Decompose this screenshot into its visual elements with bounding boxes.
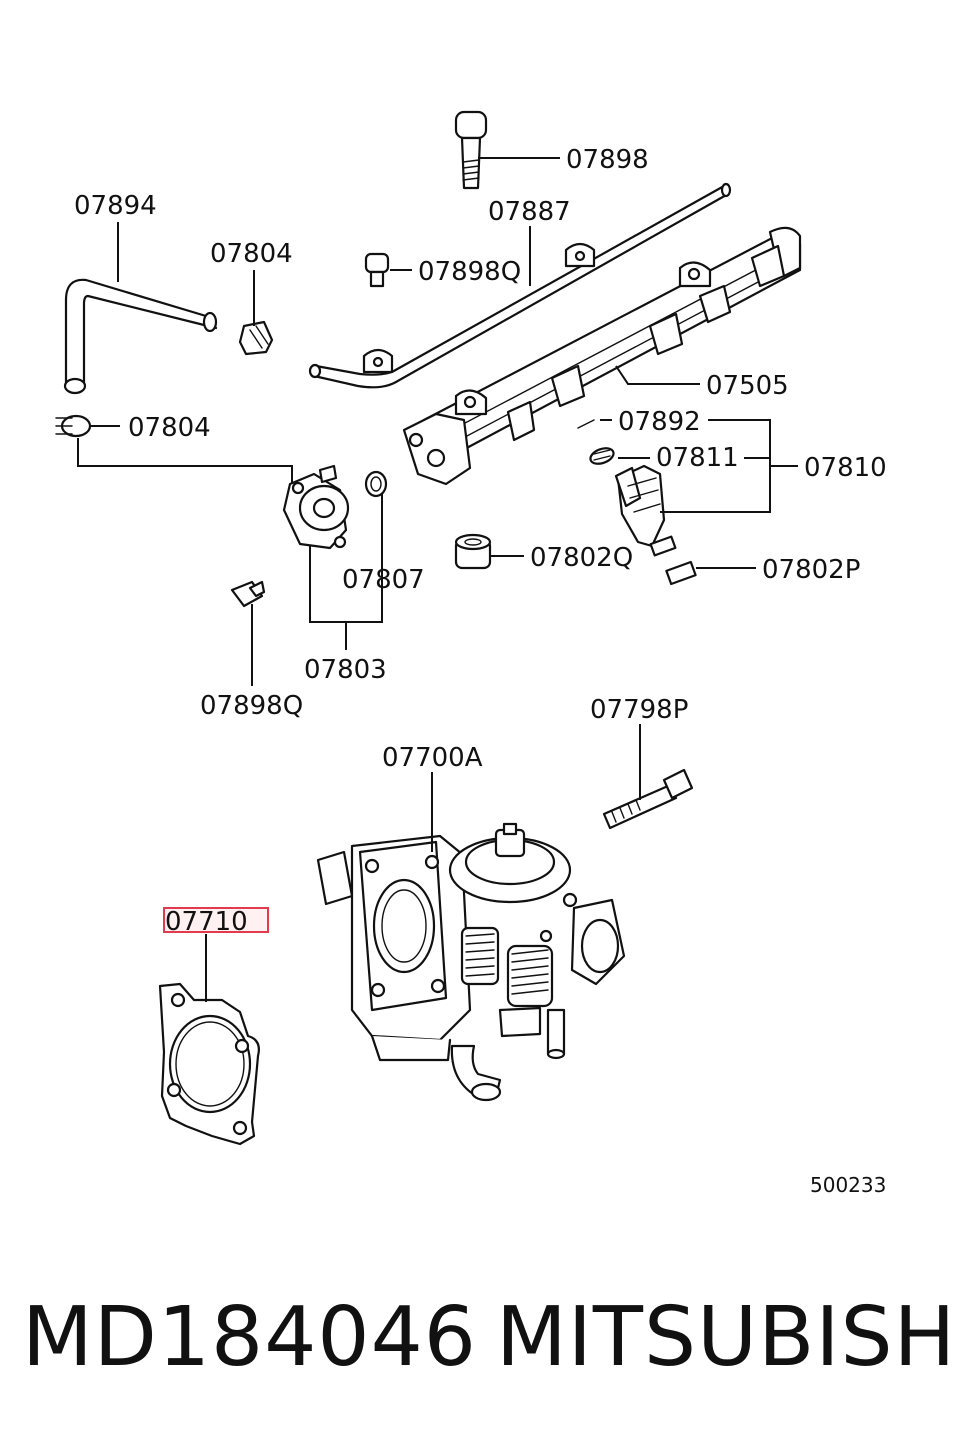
bolt-07898q-top-drawing (364, 252, 390, 288)
footer: MD184046 MITSUBISHI (0, 1290, 960, 1390)
label-07798p[interactable]: 07798P (590, 695, 688, 725)
pressure-regulator-07803-drawing (282, 464, 350, 550)
brand-name: MITSUBISHI (496, 1290, 960, 1385)
label-07802q[interactable]: 07802Q (530, 543, 633, 573)
o-ring-07807-drawing (364, 470, 388, 498)
bolt-07898-drawing (454, 110, 488, 190)
seal-07802p-drawing (665, 560, 697, 586)
gasket-07710-drawing (158, 982, 260, 1146)
throttle-body-07700a-drawing (316, 822, 626, 1102)
label-07898q-top[interactable]: 07898Q (418, 257, 521, 287)
label-07505[interactable]: 07505 (706, 371, 789, 401)
label-07807[interactable]: 07807 (342, 565, 425, 595)
clip-07804-top-drawing (238, 320, 274, 356)
label-07887[interactable]: 07887 (488, 197, 571, 227)
diagram-code: 500233 (810, 1173, 886, 1197)
hose-07894-drawing (63, 278, 218, 395)
o-ring-07811-drawing (589, 447, 615, 465)
label-07898[interactable]: 07898 (566, 145, 649, 175)
bolt-07798p-drawing (602, 768, 694, 830)
clip-07892-drawing (577, 419, 595, 429)
injector-07810-drawing (614, 464, 677, 557)
label-07898q-bottom[interactable]: 07898Q (200, 691, 303, 721)
label-07710[interactable]: 07710 (165, 907, 248, 937)
label-07811[interactable]: 07811 (656, 443, 739, 473)
label-07803[interactable]: 07803 (304, 655, 387, 685)
clip-07804-left-drawing (55, 414, 92, 438)
label-07804-left[interactable]: 07804 (128, 413, 211, 443)
label-07810[interactable]: 07810 (804, 453, 887, 483)
highlight-box (163, 907, 269, 933)
label-07892[interactable]: 07892 (618, 407, 701, 437)
part-number: MD184046 (22, 1290, 477, 1385)
fuel-rail-07887-drawing (308, 182, 802, 486)
label-07700a[interactable]: 07700A (382, 743, 483, 773)
label-07802p[interactable]: 07802P (762, 555, 860, 585)
bolt-07898q-bottom-drawing (230, 580, 266, 608)
label-07804-top[interactable]: 07804 (210, 239, 293, 269)
grommet-07802q-drawing (454, 533, 492, 570)
label-07894[interactable]: 07894 (74, 191, 157, 221)
